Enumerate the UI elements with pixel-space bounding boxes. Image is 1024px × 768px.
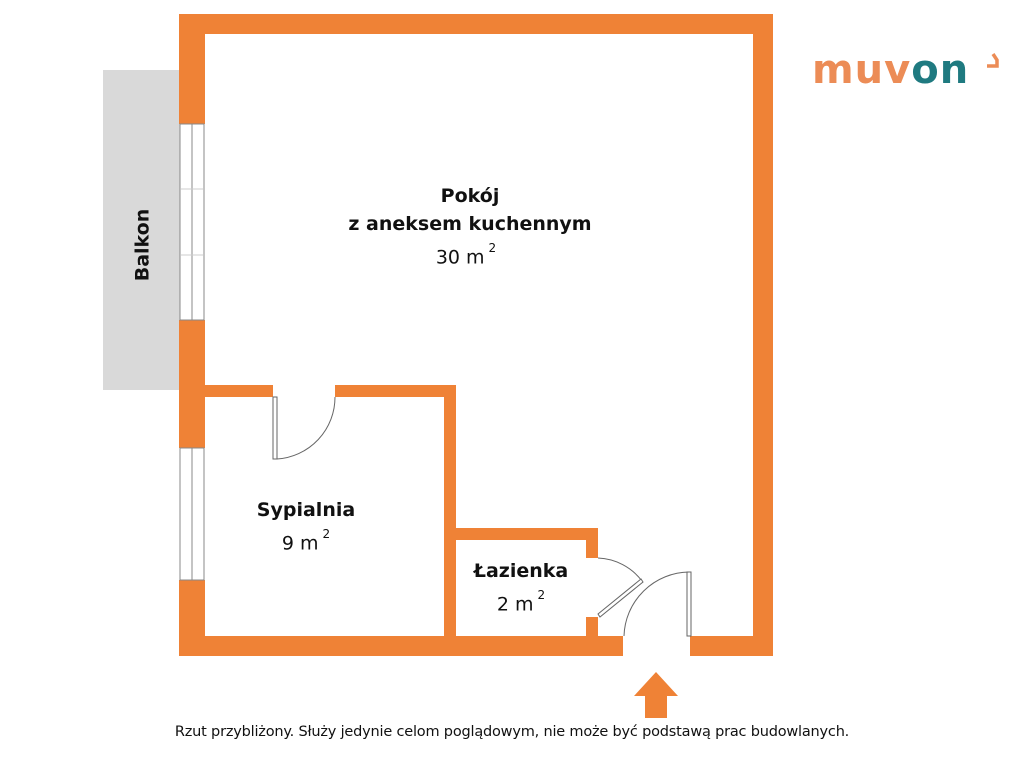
room-subname: z aneksem kuchennym [348,213,592,235]
logo-arrow-icon [987,53,999,68]
bedroom-window [179,447,205,581]
arrow-up-icon [634,672,678,718]
entrance-door [623,571,692,637]
room-area-exponent: 2 [488,241,497,255]
room-area-exponent: 2 [322,527,331,541]
room-area-value: 2 m [496,593,534,616]
balcony-label: Balkon [112,205,172,285]
room-area-exponent: 2 [537,588,546,602]
balcony-label-text: Balkon [131,208,153,282]
bathroom-door [597,557,644,618]
bedroom-door [272,396,336,460]
room-area-value: 30 m [435,246,485,269]
logo-text-part2: on [911,47,970,93]
room-name: Pokój [440,185,500,207]
walls [179,14,773,656]
room-name: Łazienka [473,560,569,582]
room-name: Sypialnia [256,499,356,521]
logo-text-part1: muv [812,47,912,93]
disclaimer-text: Rzut przybliżony. Służy jedynie celom po… [174,724,850,740]
room-area-value: 9 m [281,532,319,555]
balcony-window [179,123,205,321]
brand-logo: muvon [812,46,969,94]
balcony-area [103,70,180,390]
